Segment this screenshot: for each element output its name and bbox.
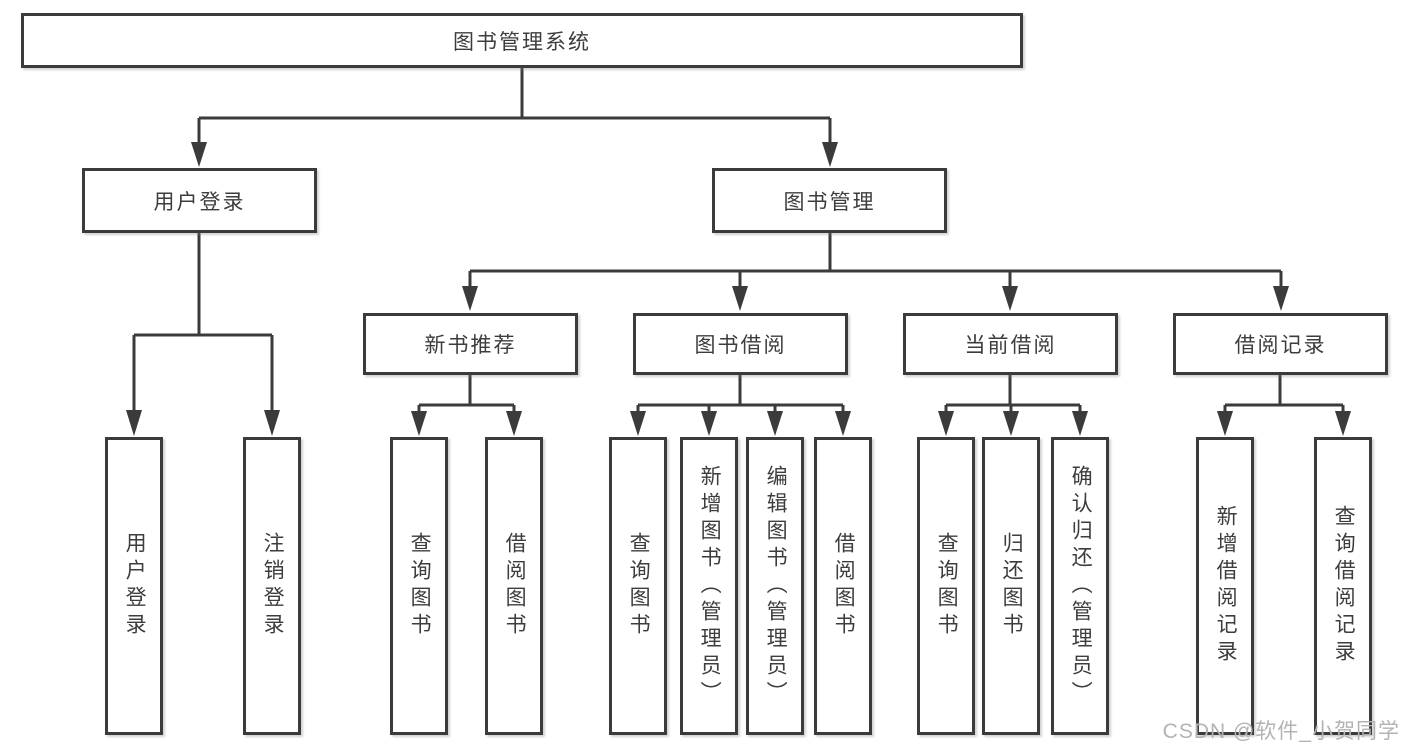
csdn-watermark: CSDN @软件_小贺同学 <box>1162 720 1400 743</box>
leaf-return-books: 归还图书 <box>982 437 1040 735</box>
leaf-user-login: 用户登录 <box>105 437 163 735</box>
node-user-login: 用户登录 <box>82 168 317 233</box>
leaf-borrow-books-recommend: 借阅图书 <box>485 437 543 735</box>
node-new-book-recommend: 新书推荐 <box>363 313 578 375</box>
leaf-logout: 注销登录 <box>243 437 301 735</box>
leaf-query-books-borrow: 查询图书 <box>609 437 667 735</box>
node-book-management: 图书管理 <box>712 168 947 233</box>
node-current-borrow: 当前借阅 <box>903 313 1118 375</box>
leaf-borrow-books: 借阅图书 <box>814 437 872 735</box>
leaf-query-books-current: 查询图书 <box>917 437 975 735</box>
leaf-add-books-admin: 新增图书（管理员） <box>680 437 738 735</box>
leaf-query-books-recommend: 查询图书 <box>390 437 448 735</box>
node-root: 图书管理系统 <box>21 13 1023 68</box>
node-book-borrow: 图书借阅 <box>633 313 848 375</box>
node-borrow-records: 借阅记录 <box>1173 313 1388 375</box>
leaf-add-borrow-record: 新增借阅记录 <box>1196 437 1254 735</box>
leaf-edit-books-admin: 编辑图书（管理员） <box>746 437 804 735</box>
leaf-confirm-return-admin: 确认归还（管理员） <box>1051 437 1109 735</box>
leaf-query-borrow-record: 查询借阅记录 <box>1314 437 1372 735</box>
